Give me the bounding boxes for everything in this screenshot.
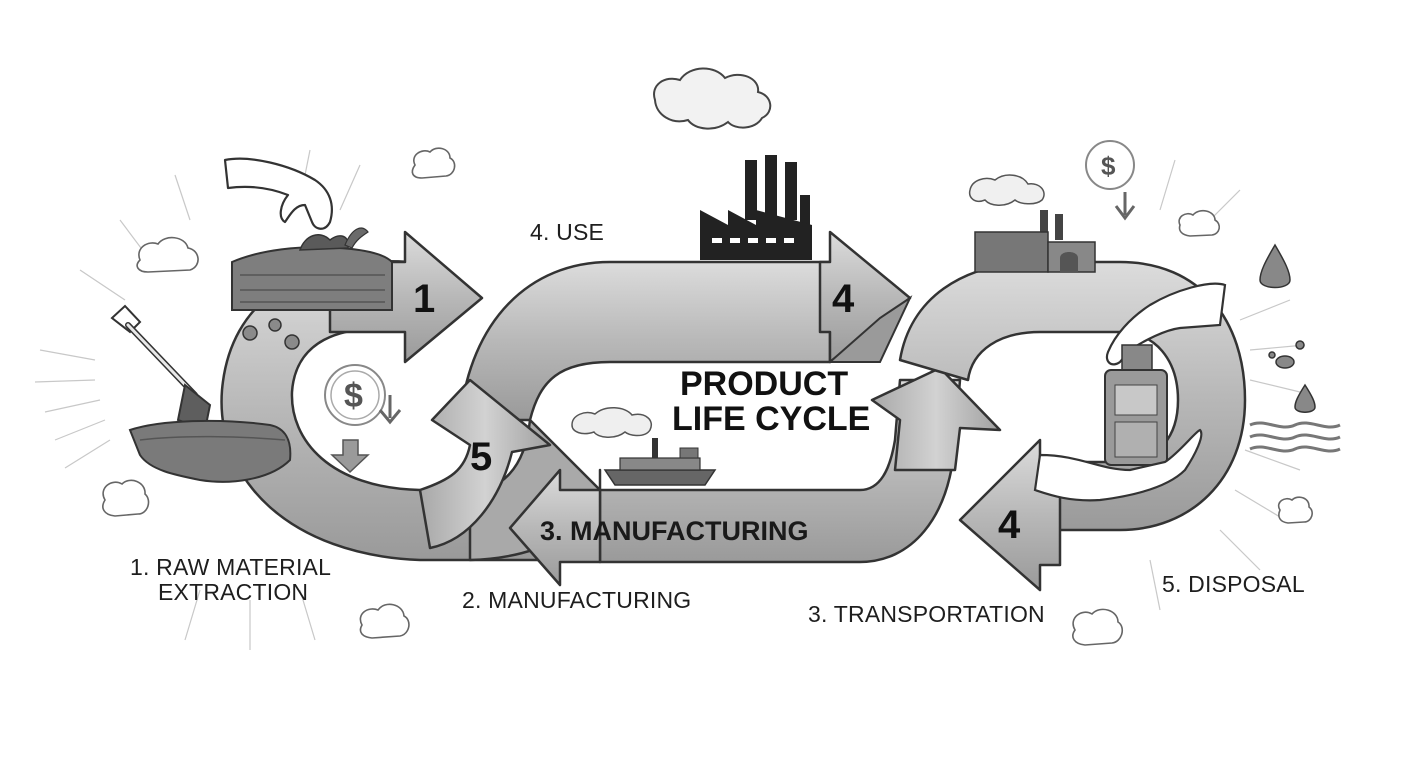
title-line-1: PRODUCT [680,365,848,403]
hands-bottle-icon [1033,282,1227,502]
label-use: 4. USE [530,219,604,245]
title-line-2: LIFE CYCLE [672,400,870,438]
ribbon-left-loop [220,260,562,562]
arrow-4-top [818,230,913,364]
stage-labels: 4. USE 1. RAW MATERIAL EXTRACTION 3. MAN… [130,219,1305,627]
soil-block-icon [231,227,393,311]
dollar-down-icon-right: $ [1085,140,1136,221]
dollar-down-icon-left: $ [324,364,402,474]
label-disposal: 5. DISPOSAL [1162,571,1305,597]
label-manufacturing-bottom: 2. MANUFACTURING [462,587,691,613]
ship-icon [571,407,717,486]
dollar-symbol-left: $ [344,377,363,415]
label-manufacturing-center: 3. MANUFACTURING [540,516,809,546]
arrow-numbers: 1 5 4 4 [413,277,1021,547]
factory-icon [653,67,812,260]
diagram-title: PRODUCT LIFE CYCLE [672,365,870,438]
cloud-icons [102,147,1313,646]
dirt-pile-icon [128,419,292,483]
hand-icon-top-left [223,157,333,230]
wave-lines-icon [1249,421,1341,453]
droplet-icons [1259,243,1316,413]
arrow-number-4-bottom: 4 [998,503,1021,547]
factory-icon-right [968,174,1096,273]
dollar-symbol-right: $ [1101,151,1116,181]
label-raw-material-line-2: EXTRACTION [158,579,308,605]
label-transportation: 3. TRANSPORTATION [808,601,1045,627]
arrow-number-1: 1 [413,277,435,321]
radiating-lines-left [34,149,361,650]
pebbles-icon [242,318,300,350]
label-raw-material-line-1: 1. RAW MATERIAL [130,554,331,580]
arrow-up-right [870,366,1002,472]
arrow-number-4-top: 4 [832,277,855,321]
shovel-icon [110,304,212,432]
arrow-5 [418,378,552,550]
arrow-number-5: 5 [470,435,492,479]
